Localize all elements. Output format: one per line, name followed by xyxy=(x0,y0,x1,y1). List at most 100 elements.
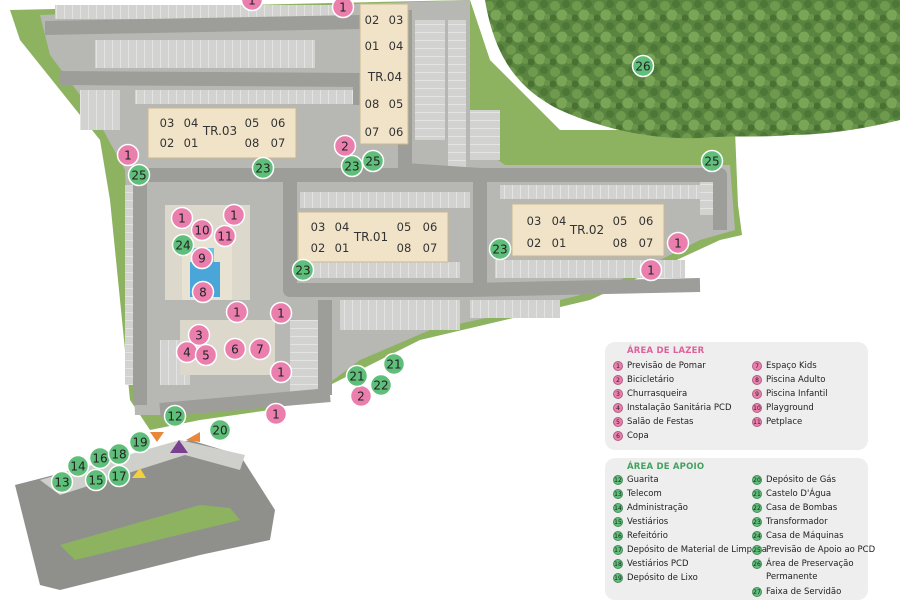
marker-number: 19 xyxy=(132,436,147,450)
marker-circle xyxy=(264,402,288,426)
marker-4[interactable]: 4 xyxy=(175,340,199,364)
marker-23[interactable]: 23 xyxy=(488,237,512,261)
marker-16[interactable]: 16 xyxy=(88,446,112,470)
legend-label: Instalação Sanitária PCD xyxy=(627,403,732,413)
marker-11[interactable]: 11 xyxy=(213,224,237,248)
marker-number: 26 xyxy=(635,60,650,74)
legend-badge: 6 xyxy=(613,431,623,441)
unit-label: 04 xyxy=(552,214,567,228)
marker-number: 1 xyxy=(339,1,347,15)
marker-3[interactable]: 3 xyxy=(187,323,211,347)
marker-25[interactable]: 25 xyxy=(361,149,385,173)
marker-10[interactable]: 10 xyxy=(190,218,214,242)
marker-2[interactable]: 2 xyxy=(333,134,357,158)
marker-7[interactable]: 7 xyxy=(248,337,272,361)
marker-26[interactable]: 26 xyxy=(631,54,655,78)
legend-badge: 11 xyxy=(752,417,762,427)
legend-badge: 10 xyxy=(752,403,762,413)
tower-footprint xyxy=(297,211,449,263)
marker-23[interactable]: 23 xyxy=(291,258,315,282)
marker-number: 9 xyxy=(198,252,206,266)
marker-circle xyxy=(163,404,187,428)
marker-circle xyxy=(50,470,74,494)
marker-circle xyxy=(269,360,293,384)
marker-12[interactable]: 12 xyxy=(163,404,187,428)
marker-circle xyxy=(84,468,108,492)
marker-circle xyxy=(340,154,364,178)
marker-circle xyxy=(225,300,249,324)
legend-label: Salão de Festas xyxy=(627,417,694,427)
marker-number: 10 xyxy=(194,224,209,238)
legend-badge: 4 xyxy=(613,403,623,413)
marker-circle xyxy=(666,231,690,255)
marker-1[interactable]: 1 xyxy=(222,203,246,227)
legend-lazer-title: ÁREA DE LAZER xyxy=(627,346,705,356)
marker-number: 1 xyxy=(230,209,238,223)
marker-8[interactable]: 8 xyxy=(191,280,215,304)
tower-footprint xyxy=(147,107,297,159)
marker-23[interactable]: 23 xyxy=(340,154,364,178)
marker-number: 1 xyxy=(178,212,186,226)
marker-25[interactable]: 25 xyxy=(700,149,724,173)
legend-label: Vestiários PCD xyxy=(627,559,689,569)
legend-apoio-title: ÁREA DE APOIO xyxy=(627,462,705,472)
tower-label: TR.01 xyxy=(353,230,388,244)
marker-20[interactable]: 20 xyxy=(208,418,232,442)
marker-24[interactable]: 24 xyxy=(171,233,195,257)
marker-1[interactable]: 1 xyxy=(225,300,249,324)
marker-22[interactable]: 22 xyxy=(369,373,393,397)
legend-label: Piscina Adulto xyxy=(766,375,826,385)
marker-6[interactable]: 6 xyxy=(223,337,247,361)
marker-21[interactable]: 21 xyxy=(382,352,406,376)
marker-1[interactable]: 1 xyxy=(331,0,355,19)
marker-5[interactable]: 5 xyxy=(194,343,218,367)
parking-areas xyxy=(55,5,725,400)
marker-number: 25 xyxy=(365,155,380,169)
marker-9[interactable]: 9 xyxy=(190,246,214,270)
entrance-median xyxy=(60,505,240,560)
marker-13[interactable]: 13 xyxy=(50,470,74,494)
marker-1[interactable]: 1 xyxy=(269,360,293,384)
legend-label: Playground xyxy=(766,403,814,413)
marker-18[interactable]: 18 xyxy=(107,442,131,466)
marker-25[interactable]: 25 xyxy=(127,163,151,187)
unit-label: 03 xyxy=(160,116,175,130)
marker-1[interactable]: 1 xyxy=(116,143,140,167)
marker-2[interactable]: 2 xyxy=(349,384,373,408)
tower-footprint xyxy=(511,203,665,257)
marker-1[interactable]: 1 xyxy=(639,258,663,282)
marker-17[interactable]: 17 xyxy=(107,464,131,488)
marker-1[interactable]: 1 xyxy=(269,301,293,325)
marker-number: 1 xyxy=(248,0,256,8)
marker-1[interactable]: 1 xyxy=(666,231,690,255)
marker-21[interactable]: 21 xyxy=(345,364,369,388)
marker-circle xyxy=(269,301,293,325)
marker-circle xyxy=(66,454,90,478)
marker-15[interactable]: 15 xyxy=(84,468,108,492)
legend-label: Telecom xyxy=(627,489,662,499)
marker-1[interactable]: 1 xyxy=(264,402,288,426)
marker-circle xyxy=(700,149,724,173)
marker-number: 23 xyxy=(295,264,310,278)
legend-badge: 2 xyxy=(613,375,623,385)
marker-1[interactable]: 1 xyxy=(170,206,194,230)
unit-label: 08 xyxy=(365,97,380,111)
marker-1[interactable]: 1 xyxy=(240,0,264,12)
unit-label: 08 xyxy=(613,236,628,250)
marker-circle xyxy=(331,0,355,19)
marker-19[interactable]: 19 xyxy=(128,430,152,454)
legend-label: Casa de Bombas xyxy=(766,503,838,513)
marker-14[interactable]: 14 xyxy=(66,454,90,478)
marker-23[interactable]: 23 xyxy=(251,156,275,180)
legend-badge: 19 xyxy=(613,573,623,583)
marker-circle xyxy=(128,430,152,454)
legend-label-continuation: Permanente xyxy=(766,572,818,582)
marker-number: 5 xyxy=(202,349,210,363)
gate-arrow-right xyxy=(186,432,200,442)
